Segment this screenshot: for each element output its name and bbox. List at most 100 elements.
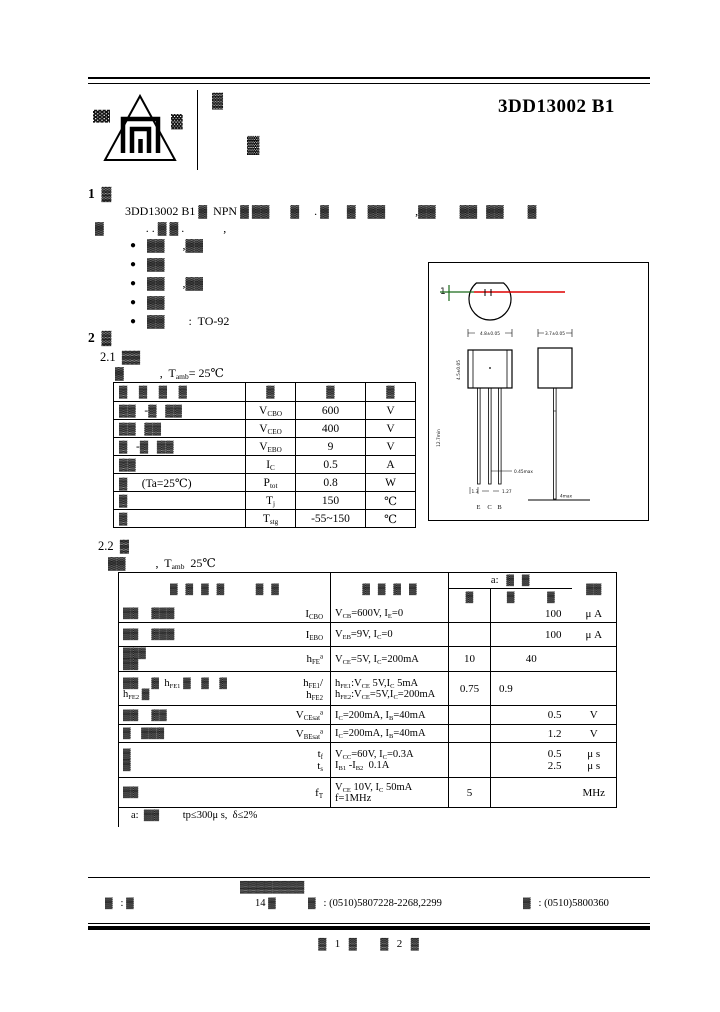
- param-name: ▓▓ ▓▓▓: [123, 629, 175, 640]
- param-symbol: hFEa: [306, 653, 323, 667]
- unit-cell: [571, 646, 617, 672]
- side-lead: [553, 387, 557, 500]
- param-cell: ▓ ▓▓▓ VBEsata: [118, 724, 331, 743]
- param-symbol: Tj: [245, 491, 296, 510]
- pin-label-c: C: [487, 504, 491, 511]
- param-cell: ▓▓ ▓ hFE1 ▓ ▓ ▓hFE2 ▓hFE1/hFE2: [118, 671, 331, 706]
- dim-body-depth: 3.7±0.05: [545, 331, 565, 337]
- bottom-rule-thin: [88, 923, 650, 924]
- unit-cell: μ A: [571, 605, 617, 623]
- unit-cell: V: [571, 724, 617, 743]
- typ-cell: [491, 778, 531, 808]
- param-cell: ▓▓▓▓▓hFEa: [118, 646, 331, 672]
- param-name: ▓: [113, 509, 246, 528]
- param-name: ▓▓ ▓▓▓: [123, 608, 175, 620]
- min-cell: 0.75: [448, 671, 491, 706]
- lead-b: [498, 387, 502, 485]
- bullet-icon: ●: [130, 316, 137, 327]
- header-max: ▓: [547, 591, 555, 603]
- test-conditions: VEB=9V, IC=0: [330, 622, 449, 647]
- body-center-dot: [489, 367, 491, 369]
- param-name: ▓▓ ▓▓: [113, 419, 246, 438]
- electrical-characteristics-table: ▓ ▓ ▓ ▓ ▓ ▓ ▓ ▓ ▓ ▓ a: ▓ ▓ ▓▓ ▓ ▓ ▓ ▓▓ ▓…: [118, 572, 617, 808]
- param-value: 600: [295, 401, 366, 420]
- min-cell: [448, 605, 491, 623]
- param-value: 9: [295, 437, 366, 456]
- table-row: ▓ Tstg -55~150 ℃: [113, 509, 416, 528]
- footer-rule: [88, 877, 650, 878]
- table-row: ▓▓ IC 0.5 A: [113, 455, 416, 474]
- test-conditions: IC=200mA, IB=40mA: [330, 705, 449, 725]
- typ-cell: [490, 622, 531, 647]
- param-name: ▓▓: [123, 749, 131, 771]
- bottom-rule-thick: [88, 926, 650, 930]
- logo-divider: [197, 90, 198, 170]
- unit-cell: MHz: [582, 786, 606, 799]
- typ-cell: [490, 605, 531, 623]
- table-row: ▓ (Ta=25℃) Ptot 0.8 W: [113, 473, 416, 492]
- bullet-label: ▓▓ ,▓▓: [147, 276, 203, 290]
- header-symbol: ▓: [245, 382, 296, 402]
- logo-right-glyphs: ▓▓: [171, 114, 184, 130]
- feature-bullet: ●▓▓: [130, 257, 165, 272]
- param-symbol: IC: [245, 455, 296, 474]
- feature-bullet: ●▓▓: [130, 295, 165, 310]
- param-value: 400: [295, 419, 366, 438]
- param-symbol: Ptot: [245, 473, 296, 492]
- header-typ: ▓: [506, 591, 515, 603]
- table-row: ▓▓ ▓▓▓ICBO VCB=600V, IE=0 100 μ A: [118, 605, 617, 623]
- param-unit: V: [365, 437, 416, 456]
- max-cell: 100: [530, 605, 572, 623]
- unit-cell: [571, 671, 617, 706]
- fax: ▓ : (0510)5800360: [523, 898, 609, 909]
- table-row: ▓ Tj 150 ℃: [113, 491, 416, 510]
- header-conditions: ▓ ▓ ▓ ▓: [330, 572, 449, 606]
- max-cell: 100: [530, 622, 572, 647]
- section-2-2-heading: 2.2 ▓: [98, 539, 129, 553]
- param-value: 150: [295, 491, 366, 510]
- max-cell: [530, 671, 572, 706]
- param-unit: A: [365, 455, 416, 474]
- typ-max-cell: 40: [490, 646, 572, 672]
- table-row: ▓▓▓▓▓hFEa VCE=5V, IC=200mA 10 40: [118, 646, 617, 672]
- min-cell: [448, 742, 491, 778]
- table-row: ▓▓ -▓ ▓▓ VCBO 600 V: [113, 401, 416, 420]
- unit-cell: V: [571, 705, 617, 725]
- section-2-1-heading: 2.1 ▓▓: [100, 350, 141, 364]
- part-number: 3DD13002 B1: [498, 96, 615, 117]
- table-row: ▓ -▓ ▓▓ VEBO 9 V: [113, 437, 416, 456]
- table2-caption: ▓▓ , Tamb 25℃: [108, 556, 216, 572]
- front-body: [467, 349, 513, 389]
- test-conditions: IC=200mA, IB=40mA: [330, 724, 449, 743]
- dim-standoff: 4max: [560, 494, 573, 500]
- param-symbol: VBEsata: [295, 727, 323, 741]
- header-spec-group: a: ▓ ▓: [448, 572, 572, 589]
- param-name: ▓▓: [123, 787, 139, 798]
- typ-cell: [490, 724, 531, 743]
- param-name: ▓ ▓▓▓: [123, 728, 165, 739]
- company-logo: ▓▓ ▓▓: [93, 93, 184, 161]
- header-param-symbol: ▓ ▓ ▓ ▓ ▓ ▓: [118, 572, 331, 606]
- bullet-icon: ●: [130, 259, 137, 270]
- dim-pitch-left: 1.3: [472, 489, 479, 495]
- unit-cell: μ A: [571, 622, 617, 647]
- param-symbol: VCBO: [245, 401, 296, 420]
- param-cell: ▓▓ ▓▓VCEsata: [118, 705, 331, 725]
- table2-footnote: a: ▓▓ tp≤300μ s, δ≤2%: [118, 807, 616, 827]
- param-symbol: Tstg: [245, 509, 296, 528]
- param-name: ▓ -▓ ▓▓: [113, 437, 246, 456]
- header-param-name: ▓ ▓ ▓ ▓: [113, 382, 246, 402]
- table-subheader-row: ▓ ▓ ▓: [119, 588, 617, 606]
- param-symbol: VEBO: [245, 437, 296, 456]
- min-cell: 5: [448, 777, 491, 808]
- page-number: ▓ 1 ▓ ▓ 2 ▓: [318, 938, 420, 950]
- pin-label-b: B: [497, 504, 502, 511]
- header-unit: ▓: [365, 382, 416, 402]
- package-drawing-box: 1 4.8±0.05 4.5±0.05 12.7min 0.45max: [428, 262, 649, 521]
- dim-lead-length: 12.7min: [436, 429, 442, 447]
